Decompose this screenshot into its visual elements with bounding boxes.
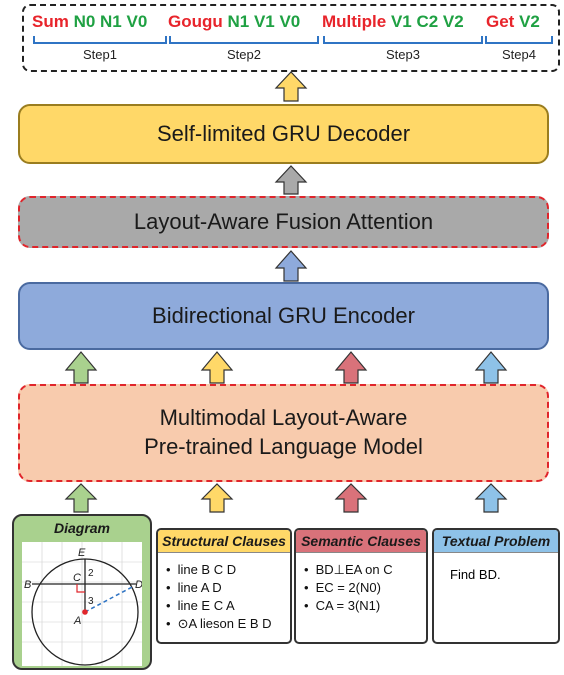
- step2-op: Gougu: [168, 12, 223, 31]
- step3-args: V1 C2 V2: [390, 12, 464, 31]
- step4-args: V2: [519, 12, 540, 31]
- program-step-3: Multiple V1 C2 V2: [322, 12, 464, 32]
- point-a-label: A: [73, 615, 81, 627]
- textual-problem-panel: Textual Problem Find BD.: [432, 528, 560, 644]
- yellow-arrow-to-encoder: [200, 351, 234, 384]
- fusion-label: Layout-Aware Fusion Attention: [133, 208, 434, 234]
- encoder-to-fusion-arrow: [274, 250, 308, 282]
- structural-clauses-panel: Structural Clauses line B C D line A D l…: [156, 528, 292, 644]
- red-arrow-to-encoder: [334, 351, 368, 384]
- step-brackets: [33, 36, 553, 44]
- structural-clauses-title: Structural Clauses: [158, 530, 290, 553]
- encoder-label: Bidirectional GRU Encoder: [152, 302, 415, 328]
- textual-input-arrow: [474, 483, 508, 513]
- textual-problem-title: Textual Problem: [434, 530, 558, 553]
- pretrained-label-line1: Multimodal Layout-Aware: [159, 405, 408, 431]
- segment-ad-dashed: [84, 585, 135, 613]
- program-step-1: Sum N0 N1 V0: [32, 12, 147, 32]
- step1-label: Step1: [83, 47, 117, 62]
- structural-clause-item: line B C D: [166, 561, 290, 579]
- semantic-clause-item: EC = 2(N0): [304, 579, 426, 597]
- semantic-clauses-panel: Semantic Clauses BD⊥EA on C EC = 2(N0) C…: [294, 528, 428, 644]
- semantic-clauses-title: Semantic Clauses: [296, 530, 426, 553]
- diagram-title: Diagram: [53, 520, 111, 536]
- step4-op: Get: [486, 12, 515, 31]
- program-step-2: Gougu N1 V1 V0: [168, 12, 300, 32]
- step4-label: Step4: [502, 47, 536, 62]
- step2-args: N1 V1 V0: [227, 12, 301, 31]
- step3-op: Multiple: [322, 12, 387, 31]
- semantic-clause-item: BD⊥EA on C: [304, 561, 426, 579]
- self-limited-gru-decoder-block: Self-limited GRU Decoder: [18, 104, 549, 164]
- geometry-diagram: E C B D A 2 3: [22, 542, 142, 666]
- semantic-input-arrow: [334, 483, 368, 513]
- center-point-a: [82, 609, 88, 615]
- diagram-panel: Diagram E C B D A 2 3: [12, 514, 152, 670]
- structural-clause-item: line A D: [166, 579, 290, 597]
- point-e-label: E: [78, 547, 86, 559]
- semantic-clauses-list: BD⊥EA on C EC = 2(N0) CA = 3(N1): [296, 561, 426, 615]
- decoder-label: Self-limited GRU Decoder: [156, 120, 411, 146]
- fusion-to-decoder-arrow: [274, 165, 308, 195]
- textual-problem-text: Find BD.: [450, 567, 501, 582]
- point-c-label: C: [73, 572, 81, 584]
- blue-arrow-to-encoder: [474, 351, 508, 384]
- pretrained-label-line2: Pre-trained Language Model: [144, 434, 423, 459]
- decoder-to-output-arrow: [274, 71, 308, 102]
- point-b-label: B: [24, 579, 31, 591]
- program-step-4: Get V2: [486, 12, 540, 32]
- structural-clause-item: ⊙A lieson E B D: [166, 615, 290, 633]
- layout-aware-fusion-attention-block: Layout-Aware Fusion Attention: [18, 196, 549, 248]
- step3-label: Step3: [386, 47, 420, 62]
- structural-clause-item: line E C A: [166, 597, 290, 615]
- right-angle-mark: [76, 584, 85, 593]
- structural-input-arrow: [200, 483, 234, 513]
- segment-ca-length: 3: [88, 596, 94, 607]
- green-arrow-to-encoder: [64, 351, 98, 384]
- output-program-box: Sum N0 N1 V0 Gougu N1 V1 V0 Multiple V1 …: [22, 4, 560, 72]
- segment-ec-length: 2: [88, 568, 94, 579]
- step1-args: N0 N1 V0: [73, 12, 148, 31]
- bidirectional-gru-encoder-block: Bidirectional GRU Encoder: [18, 282, 549, 350]
- structural-clauses-list: line B C D line A D line E C A ⊙A lieson…: [158, 561, 290, 633]
- step2-label: Step2: [227, 47, 261, 62]
- pretrained-language-model-block: Multimodal Layout-Aware Pre-trained Lang…: [18, 384, 549, 482]
- step1-op: Sum: [32, 12, 69, 31]
- diagram-input-arrow: [64, 483, 98, 513]
- point-d-label: D: [135, 579, 142, 591]
- semantic-clause-item: CA = 3(N1): [304, 597, 426, 615]
